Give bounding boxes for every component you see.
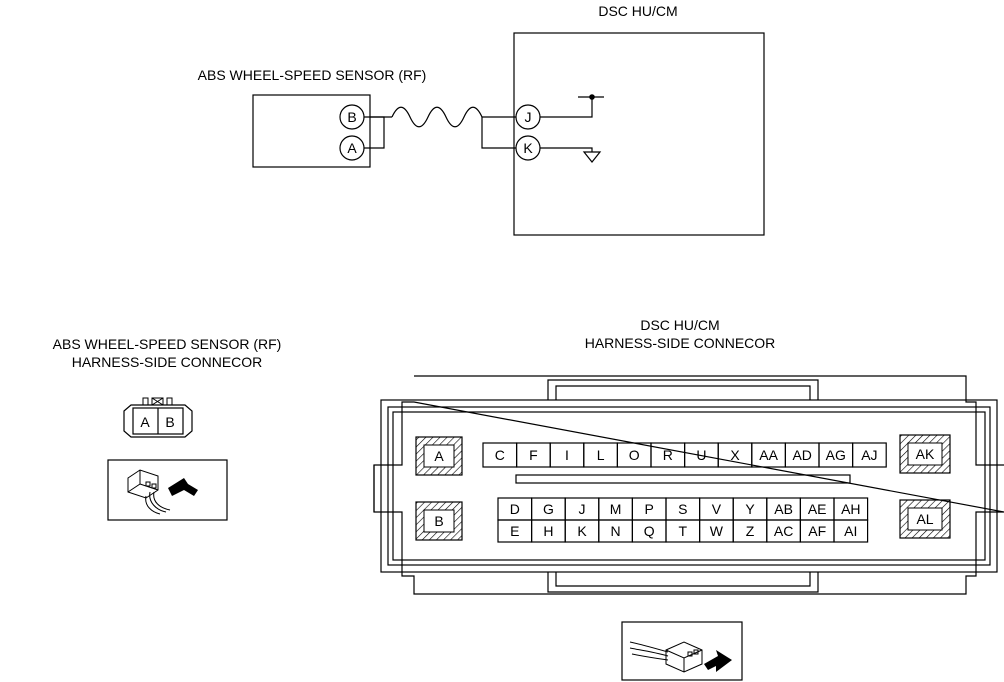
pin-label-ab: AB — [774, 501, 793, 517]
sensor-cell-b: B — [165, 414, 174, 430]
pin-label-k: K — [577, 523, 587, 539]
sensor-title: ABS WHEEL-SPEED SENSOR (RF) — [198, 67, 427, 83]
pin-label-ad: AD — [792, 447, 811, 463]
pin-label-h: H — [543, 523, 553, 539]
pin-label-ai: AI — [844, 523, 857, 539]
sensor-connector-body — [123, 404, 193, 438]
sensor-view-inset — [107, 459, 228, 521]
pin-label-aj: AJ — [861, 447, 877, 463]
big-pin-ak: AK — [899, 434, 951, 474]
pin-label-af: AF — [808, 523, 826, 539]
module-box — [513, 32, 765, 236]
big-pin-al-label: AL — [916, 511, 933, 527]
sensor-connector-title-2: HARNESS-SIDE CONNECOR — [72, 354, 263, 370]
pin-label-n: N — [611, 523, 621, 539]
sensor-connector-view: ABS WHEEL-SPEED SENSOR (RF) HARNESS-SIDE… — [53, 336, 282, 521]
pin-row-3: E H K N Q T W Z AC AF AI — [497, 519, 869, 543]
pin-label-j: J — [579, 501, 586, 517]
pin-label-d: D — [510, 501, 520, 517]
ground-symbol — [540, 147, 602, 163]
pin-label-z: Z — [746, 523, 755, 539]
pin-label-r: R — [663, 447, 673, 463]
pin-label-s: S — [678, 501, 687, 517]
pin-label-g: G — [543, 501, 554, 517]
sensor-connector-title-1: ABS WHEEL-SPEED SENSOR (RF) — [53, 336, 282, 352]
pin-label-y: Y — [745, 501, 755, 517]
pin-label-u: U — [696, 447, 706, 463]
module-connector-title-2: HARNESS-SIDE CONNECOR — [585, 335, 776, 351]
pin-label-q: Q — [644, 523, 655, 539]
pin-label-aa: AA — [759, 447, 778, 463]
module-view-illustration — [629, 641, 732, 673]
row-divider-bar — [515, 474, 851, 484]
big-pin-al: AL — [899, 499, 951, 539]
big-pin-b-label: B — [434, 513, 443, 529]
module-pin-j-label: J — [525, 109, 532, 125]
pin-label-ae: AE — [808, 501, 827, 517]
pin-label-w: W — [710, 523, 724, 539]
pin-label-p: P — [645, 501, 654, 517]
pin-row-1: C F I L O R U X AA AD AG AJ — [482, 442, 887, 468]
pin-cell — [851, 442, 887, 468]
pin-label-i: I — [565, 447, 569, 463]
pin-label-t: T — [679, 523, 688, 539]
big-pin-a: A — [415, 436, 463, 476]
supply-symbol — [540, 94, 604, 118]
pin-cell — [833, 519, 869, 543]
pin-row-2: D G J M P S V Y AB AE AH — [497, 497, 869, 521]
pin-label-m: M — [610, 501, 622, 517]
twisted-pair-wires — [364, 106, 516, 149]
pin-label-ag: AG — [826, 447, 846, 463]
module-connector-title-1: DSC HU/CM — [640, 317, 719, 333]
schematic: DSC HU/CM ABS WHEEL-SPEED SENSOR (RF) B … — [198, 3, 765, 236]
pin-label-v: V — [712, 501, 722, 517]
pin-label-l: L — [597, 447, 605, 463]
big-pin-ak-label: AK — [916, 446, 935, 462]
sensor-view-illustration — [127, 469, 198, 515]
sensor-pin-b-label: B — [347, 109, 356, 125]
module-title: DSC HU/CM — [598, 3, 677, 19]
module-connector-housing — [373, 375, 1004, 595]
pin-label-o: O — [629, 447, 640, 463]
pin-label-ah: AH — [841, 501, 860, 517]
module-connector-view: DSC HU/CM HARNESS-SIDE CONNECOR A B AK — [373, 317, 1004, 681]
big-pin-a-label: A — [434, 448, 444, 464]
sensor-cell-a: A — [140, 414, 150, 430]
pin-label-e: E — [510, 523, 519, 539]
module-view-inset — [621, 621, 743, 681]
pin-label-f: F — [529, 447, 538, 463]
module-pin-k-label: K — [523, 140, 533, 156]
sensor-box — [252, 94, 371, 168]
pin-label-c: C — [495, 447, 505, 463]
pin-label-x: X — [730, 447, 740, 463]
sensor-pin-a-label: A — [347, 140, 357, 156]
pin-label-ac: AC — [774, 523, 793, 539]
big-pin-b: B — [415, 501, 463, 541]
